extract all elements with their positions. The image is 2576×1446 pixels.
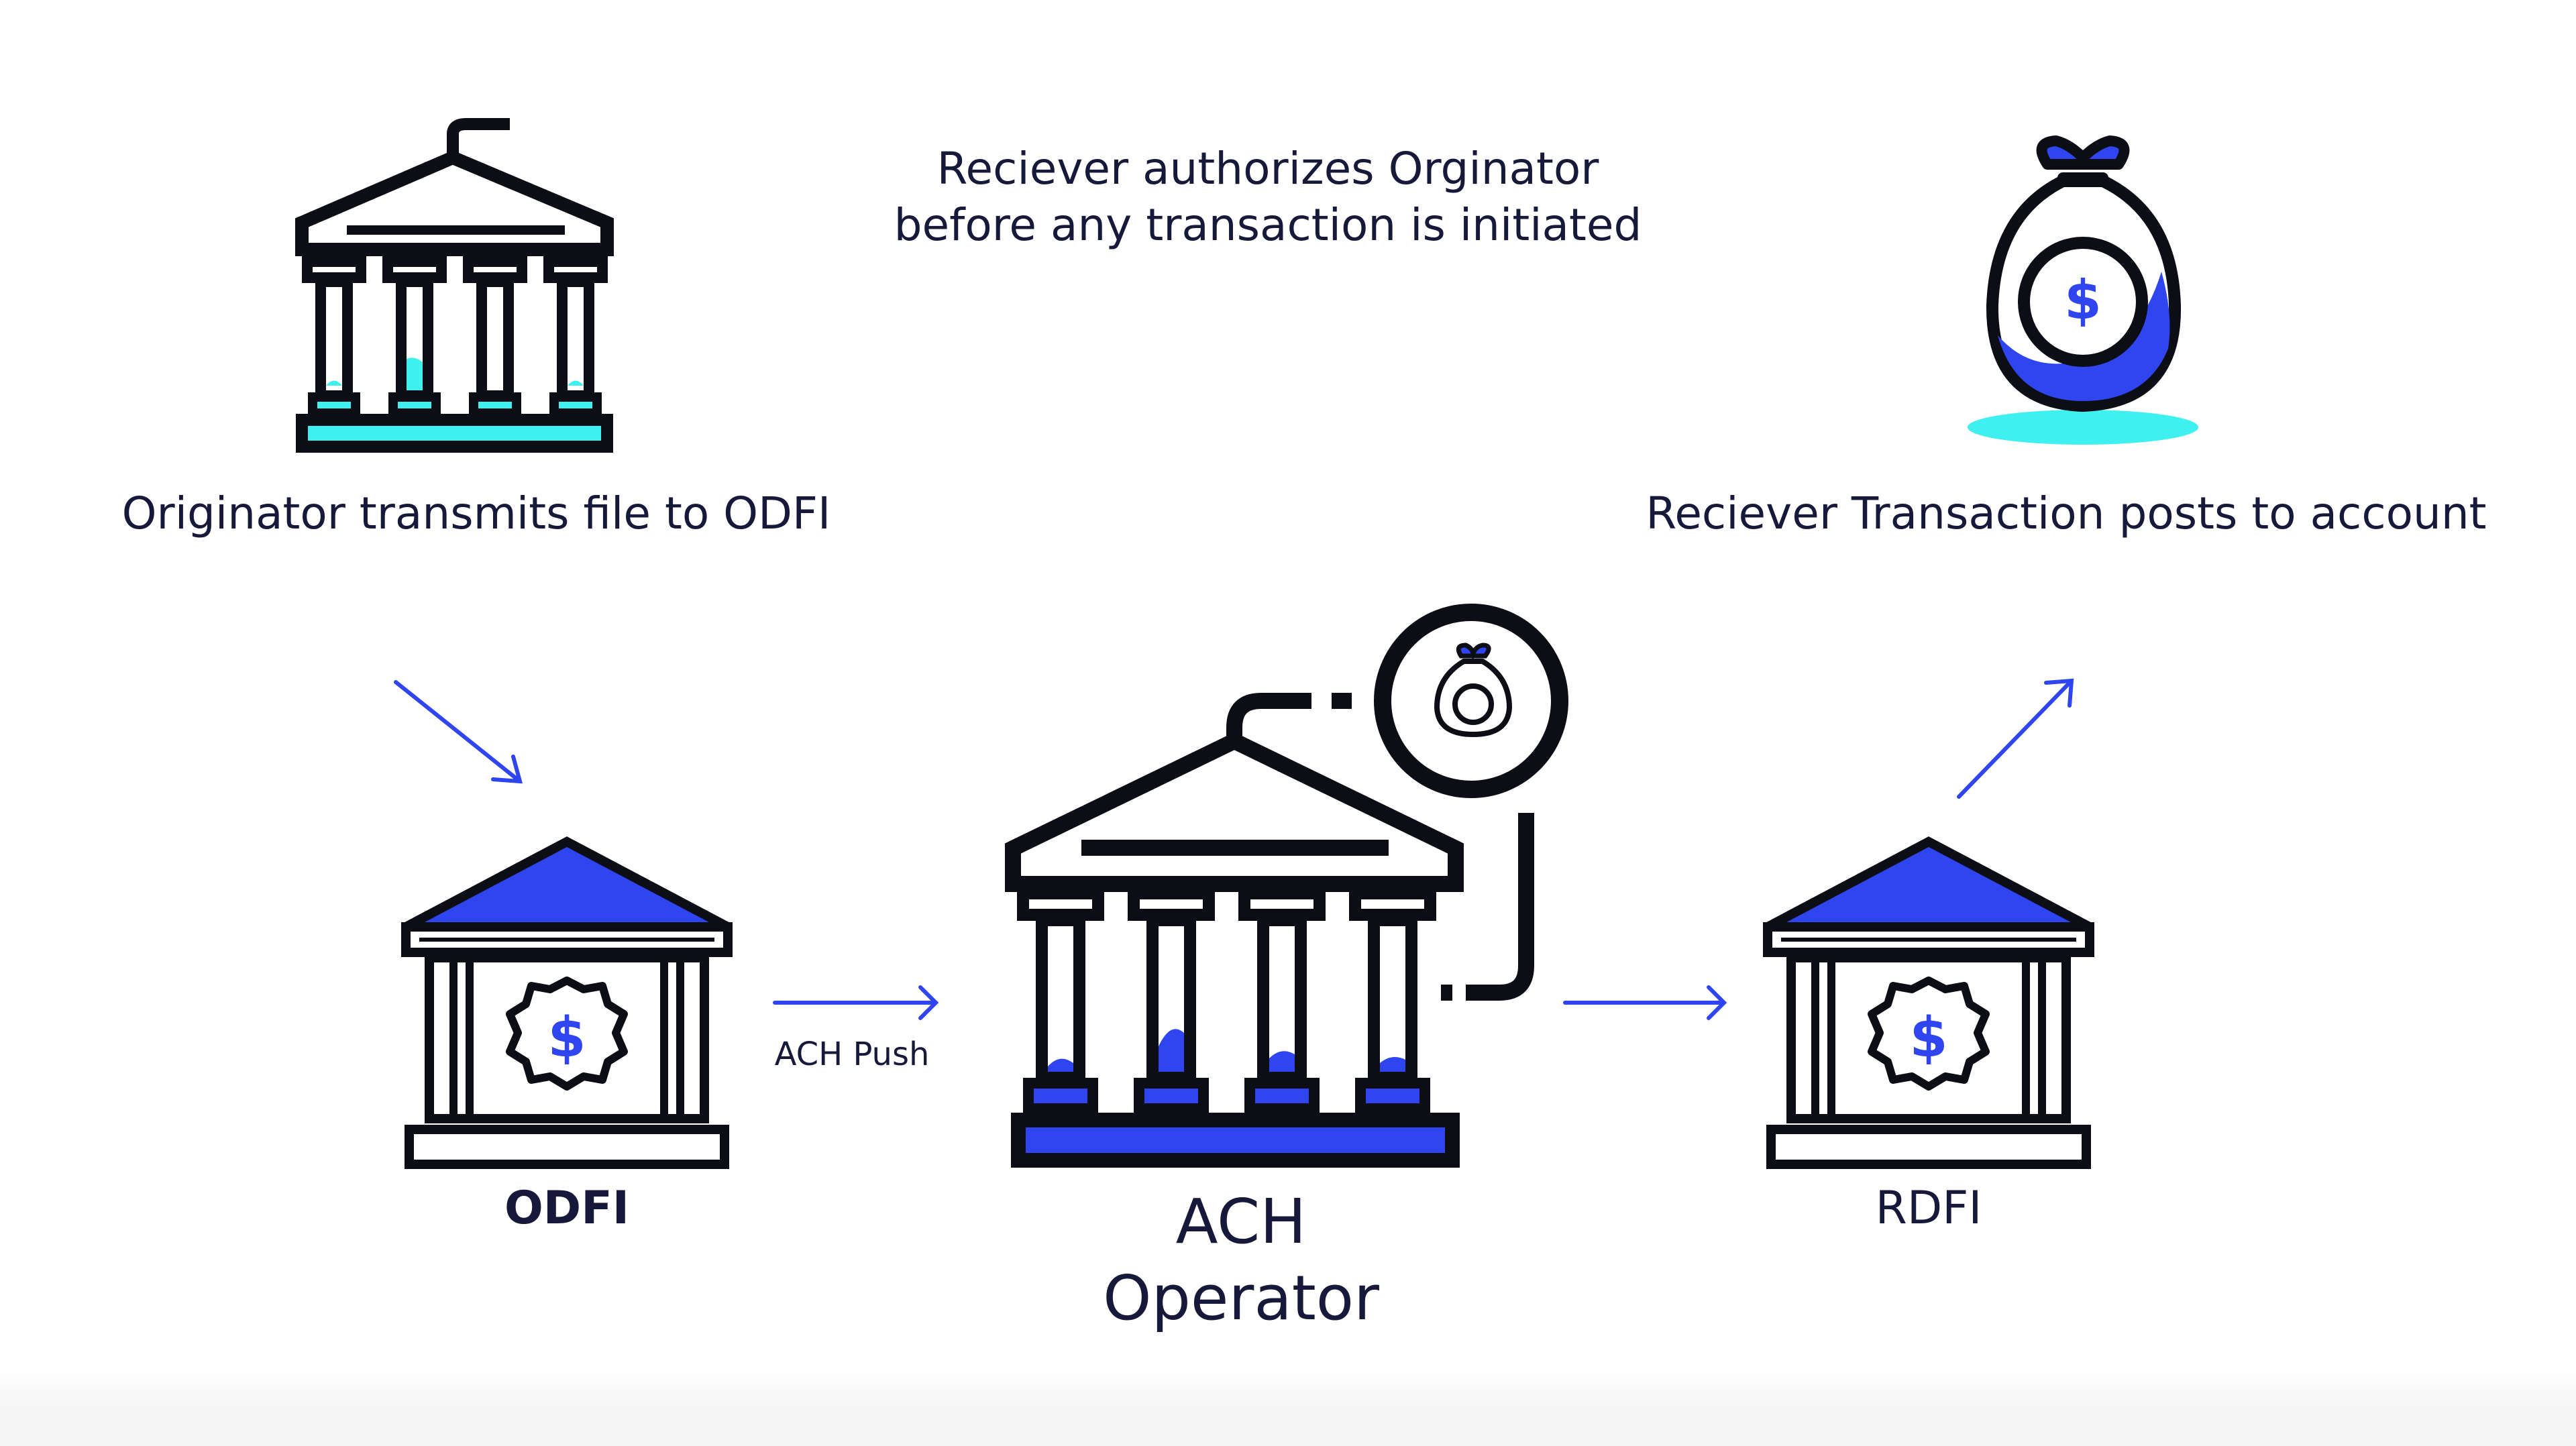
originator-step-label: Originator transmits file to ODFI [121, 488, 831, 539]
ach-operator-bank-icon [1005, 604, 1568, 1168]
authorization-note-text: Reciever authorizes Orginator before any… [894, 143, 1642, 251]
originator-bank-icon [295, 118, 614, 453]
ach-push-label: ACH Push [774, 1036, 930, 1073]
odfi-label: ODFI [504, 1182, 629, 1235]
receiver-step-label: Reciever Transaction posts to account [1646, 488, 2487, 539]
odfi-dollar-symbol: $ [547, 1006, 586, 1070]
arrow-originator-to-odfi [394, 680, 523, 784]
arrow-rdfi-to-receiver [1957, 678, 2074, 799]
rdfi-bank-icon: $ [1763, 836, 2094, 1169]
ach-operator-label: ACH Operator [1103, 1186, 1379, 1334]
receiver-dollar-symbol: $ [2064, 269, 2102, 331]
rdfi-label: RDFI [1875, 1182, 1982, 1235]
rdfi-dollar-symbol: $ [1909, 1006, 1947, 1070]
receiver-money-bag-icon: $ [1968, 135, 2198, 445]
arrow-odfi-to-operator [773, 985, 939, 1020]
arrow-operator-to-rdfi [1563, 985, 1727, 1020]
odfi-bank-icon: $ [401, 836, 733, 1169]
authorization-note: Reciever authorizes Orginator before any… [859, 141, 1677, 254]
